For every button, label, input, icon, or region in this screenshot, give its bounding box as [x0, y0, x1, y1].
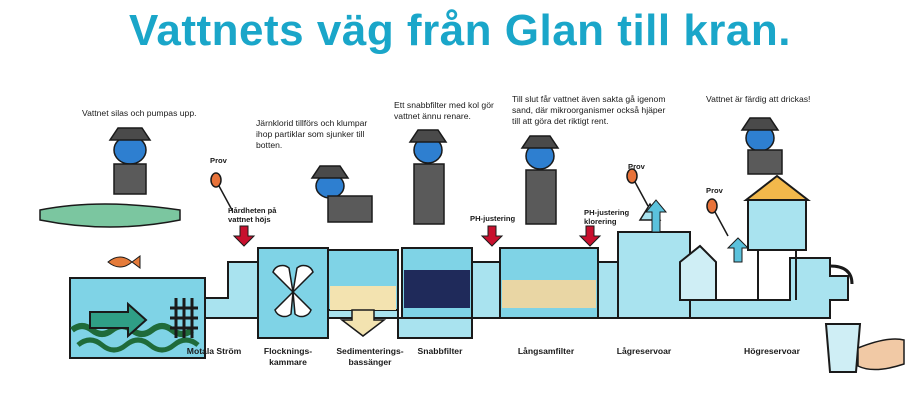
station-label-slow-filter: Långsamfilter	[517, 346, 575, 356]
sample-pipettes	[210, 168, 729, 237]
station-label-low-reservoir: Lågreservoar	[616, 346, 672, 356]
sample-label: Prov	[210, 156, 227, 165]
hardness-label: Hårdheten på vattnet höjs	[228, 206, 277, 224]
station-label-motala-strom: Motala Ström	[186, 346, 242, 356]
river	[69, 277, 206, 359]
hand	[857, 338, 905, 371]
shore	[39, 203, 181, 269]
station-label-high-reservoir: Högreservoar	[744, 346, 800, 356]
station-label-sedimentation: Sedimenterings-bassänger	[336, 346, 404, 367]
sample-label: Prov	[628, 162, 645, 171]
note-flocculation: Järnklorid tillförs och klumpar ihop par…	[256, 118, 368, 150]
page-title: Vattnets väg från Glan till kran.	[128, 6, 792, 55]
ph-chlorine-label: PH-justering klorering	[584, 208, 630, 226]
pipe-network	[204, 174, 905, 373]
note-slow-filter: Till slut får vattnet även sakta gå igen…	[512, 94, 666, 126]
ph-label: PH-justering	[470, 214, 516, 223]
dosing-arrows	[232, 225, 602, 247]
station-label-fast-filter: Snabbfilter	[417, 346, 463, 356]
flow-arrows	[644, 199, 750, 263]
workers	[108, 117, 783, 225]
sample-label: Prov	[706, 186, 723, 195]
station-label-flocculation: Flocknings-kammare	[263, 346, 313, 367]
high-reservoir	[747, 199, 807, 251]
note-drinkable: Vattnet är färdig att drickas!	[706, 94, 811, 104]
note-intake: Vattnet silas och pumpas upp.	[82, 108, 197, 118]
drinking-glass	[824, 323, 862, 373]
note-fast-filter: Ett snabbfilter med kol gör vattnet ännu…	[394, 100, 494, 121]
